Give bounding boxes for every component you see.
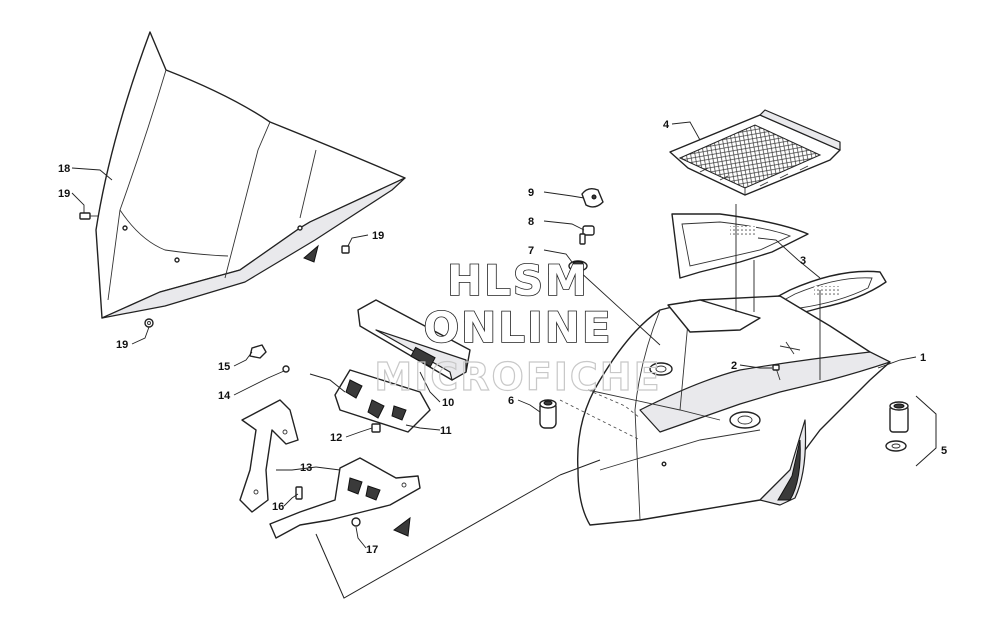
washer-14 (282, 365, 290, 373)
ignition-nut (568, 260, 588, 272)
callout-3: 3 (800, 255, 806, 267)
hood-console (576, 295, 891, 526)
front-arrow-icon-lower (393, 516, 411, 537)
callout-13: 13 (300, 462, 312, 474)
callout-17: 17 (366, 544, 378, 556)
callout-1: 1 (920, 352, 926, 364)
watermark-line-2: ONLINE (423, 303, 612, 352)
watermark: HLSM ONLINE MICROFICHE (374, 255, 661, 399)
callout-8: 8 (528, 216, 534, 228)
callout-14: 14 (218, 390, 231, 402)
screw-12 (371, 423, 381, 433)
callout-12: 12 (330, 432, 342, 444)
watermark-line-1: HLSM (447, 256, 589, 305)
mount-bracket-11 (334, 369, 431, 433)
nut-19-bottom (144, 318, 154, 328)
callout-10: 10 (442, 397, 454, 409)
watermark-line-3: MICROFICHE (374, 355, 661, 399)
leader-lines (71, 121, 937, 599)
screw-2 (772, 364, 781, 381)
nut-17 (351, 517, 361, 527)
nut-15 (249, 344, 267, 359)
screw-16 (295, 486, 303, 500)
screw-19-left (79, 212, 98, 220)
windshield (95, 31, 406, 319)
callout-19-right: 19 (372, 230, 384, 242)
upper-lens (671, 213, 809, 279)
callout-19-left: 19 (58, 188, 70, 200)
callout-6: 6 (508, 395, 514, 407)
callout-9: 9 (528, 187, 534, 199)
storage-tray (669, 109, 841, 196)
callout-11: 11 (440, 425, 452, 437)
ignition-key (579, 225, 595, 245)
callout-2: 2 (731, 360, 737, 372)
callout-4: 4 (663, 119, 670, 131)
callout-7: 7 (528, 245, 534, 257)
bracket-13-left (239, 399, 299, 513)
power-outlet (889, 401, 909, 433)
gauge-module (357, 299, 471, 381)
screw-19-right (341, 245, 350, 254)
front-arrow-icon (303, 244, 319, 263)
callout-16: 16 (272, 501, 284, 513)
switch-6 (539, 399, 557, 429)
key-cap (581, 187, 604, 208)
callout-5: 5 (941, 445, 947, 457)
callout-19-bottom: 19 (116, 339, 128, 351)
outlet-nut (885, 440, 907, 452)
bracket-13-right (269, 457, 421, 539)
callout-18: 18 (58, 163, 70, 175)
callout-15: 15 (218, 361, 230, 373)
callouts: 1 2 3 4 5 6 7 8 9 10 11 12 13 14 15 16 1… (58, 119, 947, 556)
